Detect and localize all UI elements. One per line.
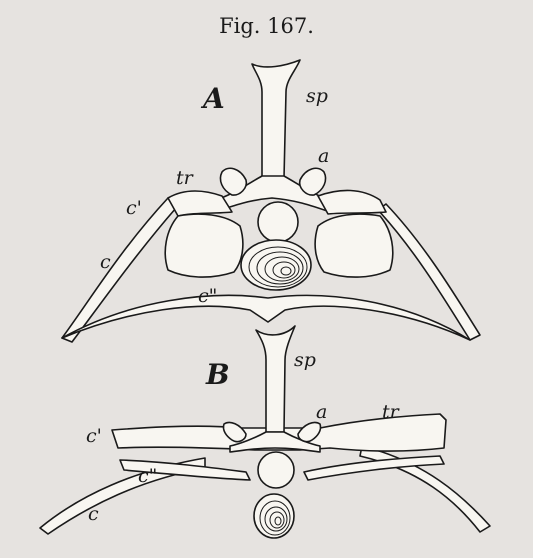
rib-c-outer-left (62, 198, 176, 342)
label-tr-a: tr (176, 167, 195, 189)
label-c-prime-a: c' (126, 197, 142, 219)
label-sp-a: sp (306, 85, 328, 107)
rib-loop-left (165, 214, 243, 277)
label-tr-b: tr (382, 401, 401, 423)
centrum-a (241, 240, 311, 290)
panel-b: B sp a tr c' c" c (40, 326, 490, 538)
rib-loop-right (315, 214, 393, 277)
articular-process-left-a (220, 168, 246, 195)
label-sp-b: sp (294, 349, 316, 371)
transverse-process-right-tr (318, 190, 386, 214)
label-a-b: a (316, 401, 327, 423)
spinous-process-sp-b (256, 326, 295, 432)
articular-process-right-a (300, 168, 326, 195)
centrum-b (254, 494, 294, 538)
rib-c-double-prime (62, 295, 470, 340)
label-c-double-prime-b: c" (138, 465, 157, 487)
panel-label-b: B (205, 358, 230, 391)
spinous-process-sp-a (252, 60, 300, 178)
neural-canal-b (258, 452, 294, 488)
transverse-process-left-tr (168, 191, 232, 216)
label-c-a: c (100, 251, 111, 273)
neural-canal-a (258, 202, 298, 242)
label-c-b: c (88, 503, 99, 525)
panel-label-a: A (200, 82, 225, 115)
panel-a: A sp a tr c' c c" (62, 60, 480, 342)
label-c-double-prime-a: c" (198, 285, 217, 307)
label-a-a: a (318, 145, 329, 167)
label-c-prime-b: c' (86, 425, 102, 447)
